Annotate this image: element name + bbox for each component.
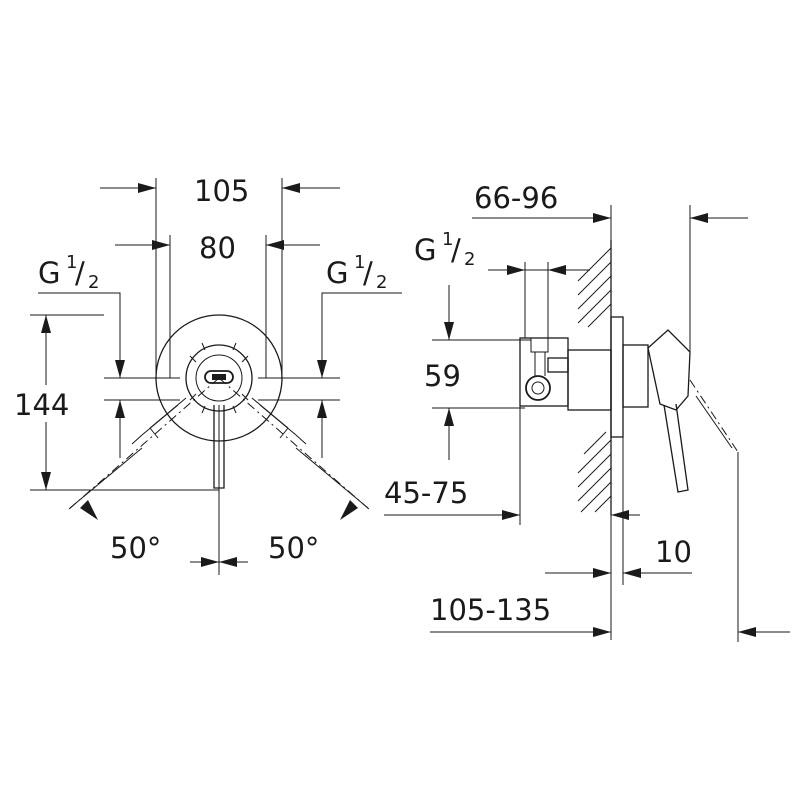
svg-text:G: G: [326, 256, 348, 290]
pipe-right: [251, 397, 297, 436]
svg-text:2: 2: [464, 249, 475, 270]
thread-leader-right: [321, 292, 402, 378]
pipe-left-cap: [131, 427, 159, 445]
valve-nub: [547, 357, 569, 373]
thread-leader-left: [38, 292, 121, 378]
thread-left-arrow-bottom: [115, 400, 125, 418]
pipe-right-cap: [279, 427, 307, 445]
svg-text:/: /: [451, 233, 461, 267]
dim-59-arrow-bottom: [444, 408, 454, 426]
svg-text:1: 1: [354, 252, 365, 273]
lever-arm: [663, 403, 689, 493]
wall-hatching: [577, 247, 612, 513]
angle-base-arrow-left: [201, 557, 219, 567]
inlet-connection-inner: [531, 381, 545, 395]
dim-59-label: 59: [424, 359, 461, 393]
handle-housing: [622, 344, 649, 408]
pipe-left: [141, 397, 187, 436]
valve-spindle: [534, 352, 546, 376]
side-view: 66-96 G 1 / 2 59 45-75: [384, 181, 790, 642]
thread-label-right: G 1 / 2: [326, 252, 387, 293]
cartridge-teeth: [189, 342, 249, 414]
angle-leader-right: [295, 447, 369, 509]
svg-text:/: /: [363, 256, 373, 290]
inlet-connection: [525, 375, 551, 401]
svg-text:2: 2: [88, 272, 99, 293]
dim-10-label: 10: [655, 535, 692, 569]
angle-line-left: [67, 377, 220, 511]
angle-label-left: 50°: [110, 531, 161, 565]
svg-text:G: G: [38, 256, 60, 290]
dim-80-arrow-right: [266, 240, 284, 250]
thread-label-left: G 1 / 2: [38, 252, 99, 293]
dim-105135-label: 105-135: [430, 593, 551, 627]
angle-arrow-left: [80, 500, 98, 520]
dim-105135-top-arrow: [690, 213, 708, 223]
dim-105135-arrow-right: [738, 627, 756, 637]
thread-label-side: G 1 / 2: [414, 229, 475, 270]
dim-144-label: 144: [14, 388, 69, 422]
front-view: 105 80 G 1 / 2 G 1 / 2: [14, 174, 402, 575]
dim-105-arrow-left: [138, 183, 156, 193]
svg-text:G: G: [414, 233, 436, 267]
dim-59-arrow-top: [444, 322, 454, 340]
thread-right-arrow-bottom: [317, 400, 327, 418]
dim-4575-label: 45-75: [384, 476, 468, 510]
angle-leader-left: [69, 447, 143, 509]
dim-10-arrow-left: [593, 568, 611, 578]
dim-105-label: 105: [194, 174, 249, 208]
dim-4575-arrow-left: [502, 510, 520, 520]
svg-text:1: 1: [66, 252, 77, 273]
dim-80-label: 80: [199, 231, 236, 265]
angle-label-right: 50°: [268, 531, 319, 565]
svg-text:/: /: [75, 256, 85, 290]
dim-144-arrow-top: [41, 315, 51, 333]
lever-body: [647, 329, 691, 411]
dim-6696-arrow: [593, 213, 611, 223]
svg-text:1: 1: [442, 229, 453, 250]
dim-80-arrow-left: [152, 240, 170, 250]
angle-arrow-right: [340, 500, 358, 520]
dim-105135-arrow-left: [593, 627, 611, 637]
dim-6696-label: 66-96: [474, 181, 558, 215]
dim-10-arrow-right: [623, 568, 641, 578]
cartridge-inner: [195, 354, 243, 402]
angle-base-arrow-right: [219, 557, 237, 567]
angle-line-right: [218, 377, 371, 511]
dim-144-arrow-bottom: [41, 472, 51, 490]
lever-swing-b: [695, 395, 733, 449]
lever-swing: [689, 379, 739, 453]
valve-body: [567, 349, 612, 411]
thread-right-arrow-top: [317, 360, 327, 378]
valve-neck: [530, 338, 549, 353]
dim-4575-arrow-right: [611, 510, 629, 520]
thread-left-arrow-top: [115, 360, 125, 378]
thread-side-arrow-left: [507, 265, 525, 275]
dim-105-arrow-right: [282, 183, 300, 193]
escutcheon-plate: [610, 316, 624, 438]
thread-side-arrow-right: [548, 265, 566, 275]
spindle-core: [212, 374, 226, 380]
spindle-slot: [204, 370, 234, 384]
svg-text:2: 2: [376, 272, 387, 293]
